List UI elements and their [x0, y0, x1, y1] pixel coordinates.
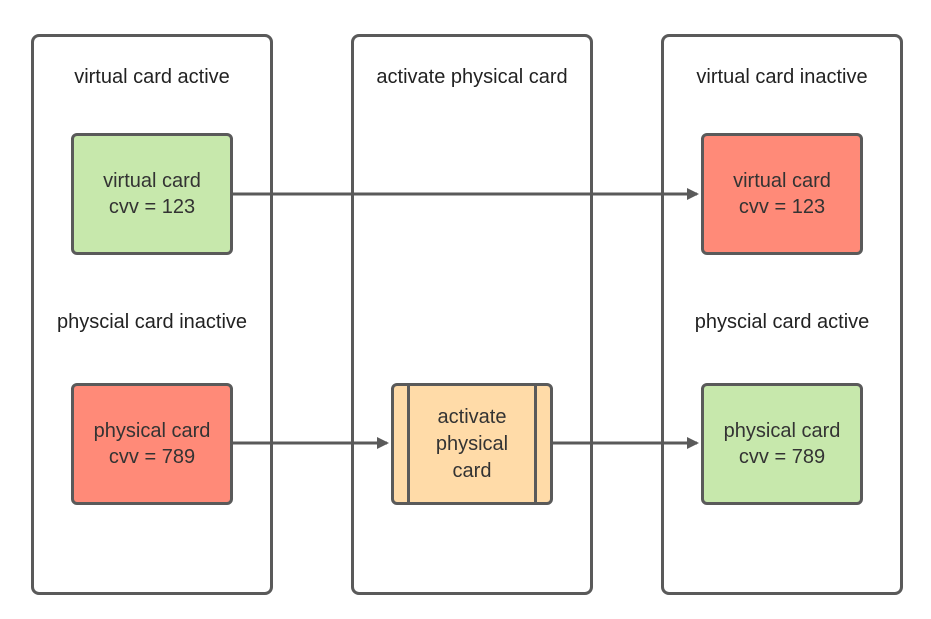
- node-physical-card-inactive[interactable]: physical card cvv = 789: [71, 383, 233, 505]
- lane-1-top-label: virtual card active: [74, 66, 230, 88]
- node-physical-card-active[interactable]: physical card cvv = 789: [701, 383, 863, 505]
- lane-3-top-label: virtual card inactive: [696, 66, 868, 88]
- lane-3-bottom-label: physcial card active: [694, 311, 870, 333]
- process-left-bar: [407, 386, 410, 502]
- node-virtual-card-active-line1: virtual card: [103, 170, 201, 192]
- node-activate-line2: physical: [435, 432, 509, 455]
- node-physical-card-inactive-line2: cvv = 789: [108, 446, 196, 468]
- node-physical-card-active-line2: cvv = 789: [738, 446, 826, 468]
- node-virtual-card-active-line2: cvv = 123: [108, 196, 196, 218]
- lane-after-activation: [661, 34, 903, 595]
- node-physical-card-active-line1: physical card: [723, 420, 841, 442]
- node-activate-physical-card-process[interactable]: activate physical card: [391, 383, 553, 505]
- lane-before-activation: [31, 34, 273, 595]
- node-virtual-card-inactive-line2: cvv = 123: [738, 196, 826, 218]
- node-activate-line1: activate: [437, 405, 507, 428]
- lane-1-bottom-label: physcial card inactive: [56, 311, 248, 333]
- node-virtual-card-inactive[interactable]: virtual card cvv = 123: [701, 133, 863, 255]
- lane-2-top-label: activate physical card: [376, 66, 568, 88]
- node-virtual-card-inactive-line1: virtual card: [733, 170, 831, 192]
- node-physical-card-inactive-line1: physical card: [93, 420, 211, 442]
- lane-activation: [351, 34, 593, 595]
- node-activate-line3: card: [452, 459, 492, 482]
- process-right-bar: [534, 386, 537, 502]
- node-virtual-card-active[interactable]: virtual card cvv = 123: [71, 133, 233, 255]
